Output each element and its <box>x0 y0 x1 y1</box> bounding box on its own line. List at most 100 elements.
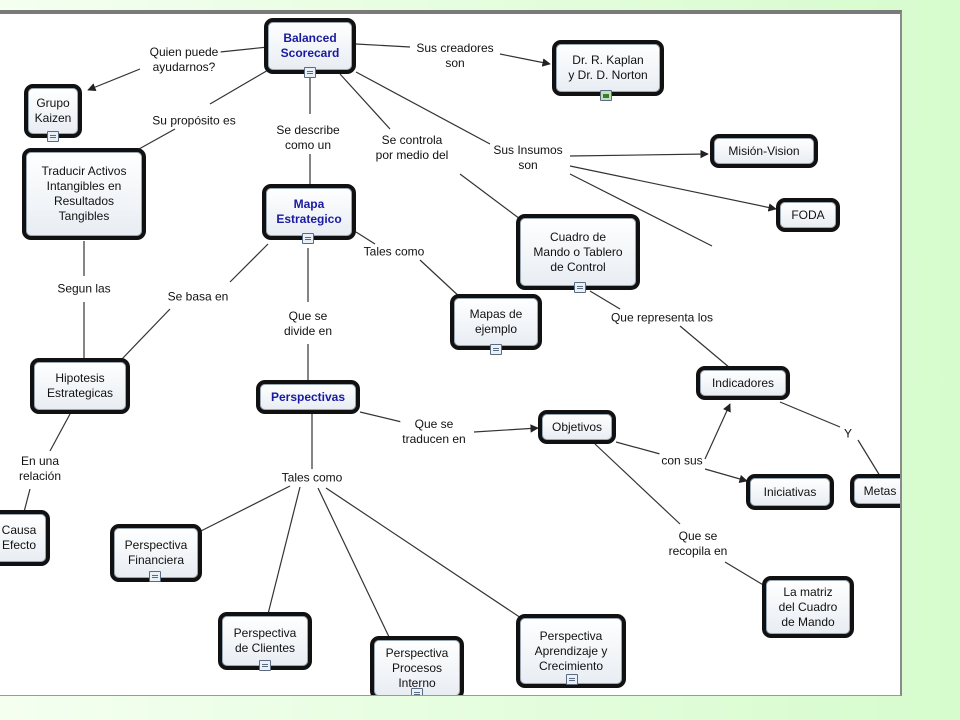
node-persp-aprendizaje[interactable]: Perspectiva Aprendizaje y Crecimiento <box>516 614 626 688</box>
link-label-que-se-traducen: Que se traducen en <box>400 417 468 447</box>
node-iniciativas[interactable]: Iniciativas <box>746 474 834 510</box>
connector-line <box>679 325 731 369</box>
connector-line <box>724 561 766 587</box>
node-cuadro-mando[interactable]: Cuadro de Mando o Tablero de Control <box>516 214 640 290</box>
connector-arrow <box>704 468 748 483</box>
link-label-tales-como-1: Tales como <box>361 244 427 260</box>
node-label: La matriz del Cuadro de Mando <box>778 584 838 629</box>
link-label-que-representa: Que representa los <box>608 310 716 326</box>
connector-line <box>569 173 713 247</box>
node-label: Traducir Activos Intangibles en Resultad… <box>41 164 127 223</box>
link-label-tales-como-2: Tales como <box>279 470 345 486</box>
connector-line <box>615 441 661 455</box>
model-icon[interactable] <box>411 688 423 695</box>
connector-line <box>229 243 269 283</box>
link-label-su-proposito: Su propósito es <box>150 113 238 129</box>
node-grupo-kaizen[interactable]: Grupo Kaizen <box>24 84 82 138</box>
connector-line <box>355 231 376 245</box>
link-label-sus-creadores: Sus creadores son <box>414 41 496 71</box>
link-label-quien-puede: Quien puede ayudarnos? <box>147 45 221 75</box>
node-foda[interactable]: FODA <box>776 198 840 232</box>
node-label: Hipotesis Estrategicas <box>46 371 114 400</box>
document-icon[interactable] <box>574 282 586 293</box>
node-label: Perspectiva Aprendizaje y Crecimiento <box>534 628 608 673</box>
node-mapa-estrategico[interactable]: Mapa Estrategico <box>262 184 356 240</box>
image-icon[interactable] <box>600 90 612 101</box>
connector-line <box>355 71 491 145</box>
model-icon[interactable] <box>490 344 502 355</box>
node-perspectivas[interactable]: Perspectivas <box>256 380 360 414</box>
connector-line <box>23 488 31 513</box>
node-label: Mapas de ejemplo <box>469 307 523 336</box>
connector-line <box>589 290 621 310</box>
link-label-y: Y <box>841 426 855 442</box>
node-balanced-scorecard[interactable]: Balanced Scorecard <box>264 18 356 74</box>
link-label-se-describe: Se describe como un <box>274 123 342 153</box>
model-icon[interactable] <box>566 674 578 685</box>
link-label-que-se-recopila: Que se recopila en <box>666 529 730 559</box>
node-persp-financiera[interactable]: Perspectiva Financiera <box>110 524 202 582</box>
connector-line <box>325 487 531 625</box>
node-label: Mapa Estrategico <box>276 197 342 226</box>
node-label: Perspectiva de Clientes <box>233 626 297 655</box>
connector-arrow <box>499 53 551 67</box>
connector-line <box>459 173 521 220</box>
node-hipotesis[interactable]: Hipotesis Estrategicas <box>30 358 130 414</box>
node-label: Grupo Kaizen <box>34 96 72 125</box>
link-label-con-sus: con sus <box>659 453 705 469</box>
node-label: Indicadores <box>711 375 775 390</box>
node-persp-procesos[interactable]: Perspectiva Procesos Interno <box>370 636 464 695</box>
connector-arrow <box>704 403 731 460</box>
connector-arrow <box>473 424 539 433</box>
node-mision-vision[interactable]: Misión-Vision <box>710 134 818 168</box>
connector-arrow <box>569 149 709 159</box>
connector-line <box>339 73 391 130</box>
connector-line <box>857 439 881 477</box>
node-label: Misión-Vision <box>728 143 800 158</box>
link-label-segun-las: Segun las <box>55 281 113 297</box>
connection-lines <box>23 43 881 640</box>
node-label: Balanced Scorecard <box>280 31 340 60</box>
node-label: Causa Efecto <box>1 523 37 552</box>
connector-arrow <box>87 68 141 92</box>
model-icon[interactable] <box>259 660 271 671</box>
link-label-que-se-divide: Que se divide en <box>281 309 335 339</box>
connector-line <box>779 401 841 428</box>
connector-line <box>219 46 269 53</box>
concept-map-canvas: Balanced Scorecard Grupo Kaizen Traducir… <box>0 10 902 696</box>
node-label: Dr. R. Kaplan y Dr. D. Norton <box>568 53 648 82</box>
node-matriz-cuadro[interactable]: La matriz del Cuadro de Mando <box>762 576 854 638</box>
node-traducir-activos[interactable]: Traducir Activos Intangibles en Resultad… <box>22 148 146 240</box>
node-indicadores[interactable]: Indicadores <box>696 366 790 400</box>
model-icon[interactable] <box>149 571 161 582</box>
document-icon[interactable] <box>47 131 59 142</box>
node-label: Perspectiva Procesos Interno <box>385 645 449 690</box>
node-label: Perspectivas <box>270 389 346 404</box>
connector-line <box>419 259 463 300</box>
connector-line <box>49 413 71 452</box>
node-mapas-ejemplo[interactable]: Mapas de ejemplo <box>450 294 542 350</box>
connector-line <box>267 486 301 615</box>
connector-line <box>355 43 411 48</box>
node-causa-efecto[interactable]: Causa Efecto <box>0 510 50 566</box>
connector-line <box>194 485 291 535</box>
link-label-se-controla: Se controla por medio del <box>373 133 451 163</box>
node-label: Objetivos <box>551 419 603 434</box>
connector-line <box>121 308 171 360</box>
connector-line <box>317 487 391 640</box>
node-label: Iniciativas <box>763 484 817 499</box>
connector-line <box>594 443 681 525</box>
link-label-se-basa-en: Se basa en <box>165 289 231 305</box>
node-label: Metas <box>863 483 897 498</box>
link-label-sus-insumos: Sus Insumos son <box>491 143 565 173</box>
node-kaplan-norton[interactable]: Dr. R. Kaplan y Dr. D. Norton <box>552 40 664 96</box>
node-metas[interactable]: Metas <box>850 474 900 508</box>
node-label: FODA <box>791 207 825 222</box>
node-objetivos[interactable]: Objetivos <box>538 410 616 444</box>
node-label: Cuadro de Mando o Tablero de Control <box>533 229 623 274</box>
document-icon[interactable] <box>302 233 314 244</box>
link-label-en-una-relacion: En una relación <box>16 454 64 484</box>
document-icon[interactable] <box>304 67 316 78</box>
connector-line <box>209 65 276 105</box>
connector-arrow <box>569 165 777 212</box>
